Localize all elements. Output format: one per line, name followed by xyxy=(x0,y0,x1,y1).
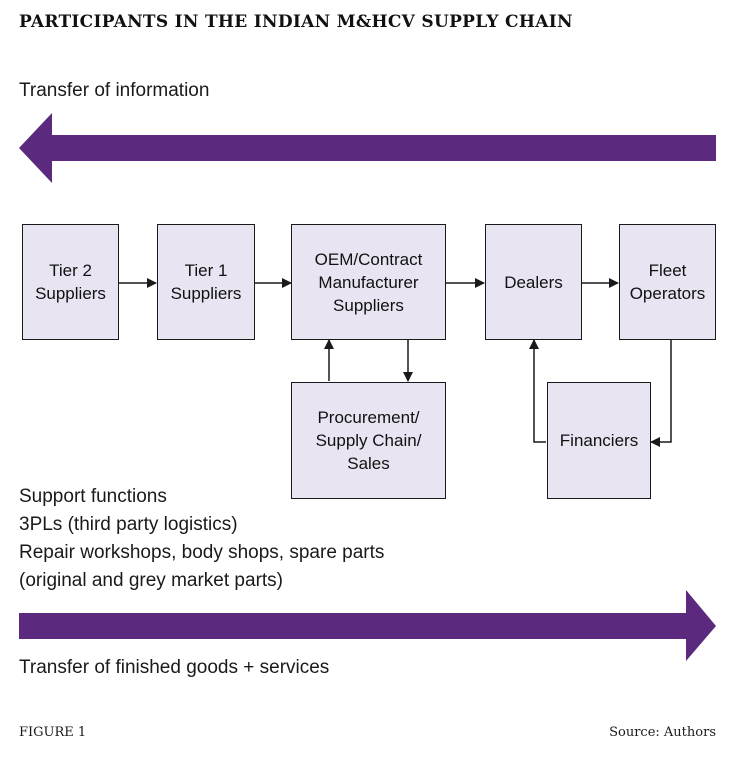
node-tier1-label: Tier 1 Suppliers xyxy=(170,261,242,303)
node-procurement-label: Procurement/ Supply Chain/ Sales xyxy=(315,408,422,473)
node-financiers: Financiers xyxy=(547,382,651,499)
node-oem-label: OEM/Contract Manufacturer Suppliers xyxy=(314,249,423,315)
node-tier2-suppliers: Tier 2 Suppliers xyxy=(22,224,119,340)
node-oem: OEM/Contract Manufacturer Suppliers xyxy=(291,224,446,340)
support-functions-text: Support functions 3PLs (third party logi… xyxy=(19,483,384,595)
node-dealers: Dealers xyxy=(485,224,582,340)
arrow-fleet-to-financiers xyxy=(650,340,672,447)
node-procurement: Procurement/ Supply Chain/ Sales xyxy=(291,382,446,499)
figure-title: PARTICIPANTS IN THE INDIAN M&HCV SUPPLY … xyxy=(19,12,573,32)
arrow-financiers-to-dealers xyxy=(529,339,546,443)
support-line: (original and grey market parts) xyxy=(19,570,283,591)
goods-flow-label: Transfer of finished goods + services xyxy=(19,657,330,678)
node-fleet-label: Fleet Operators xyxy=(629,261,706,303)
support-line: Repair workshops, body shops, spare part… xyxy=(19,542,385,563)
support-line: Support functions xyxy=(19,486,167,507)
information-flow-arrow xyxy=(19,113,716,183)
node-tier2-label: Tier 2 Suppliers xyxy=(35,261,106,303)
information-flow-label: Transfer of information xyxy=(19,80,210,101)
node-fleet-operators: Fleet Operators xyxy=(619,224,716,340)
node-dealers-label: Dealers xyxy=(504,272,563,292)
figure-number: FIGURE 1 xyxy=(19,725,87,740)
node-tier1-suppliers: Tier 1 Suppliers xyxy=(157,224,255,340)
support-line: 3PLs (third party logistics) xyxy=(19,514,238,535)
source-credit: Source: Authors xyxy=(609,725,716,740)
goods-flow-arrow xyxy=(19,590,716,661)
node-financiers-label: Financiers xyxy=(559,431,639,450)
